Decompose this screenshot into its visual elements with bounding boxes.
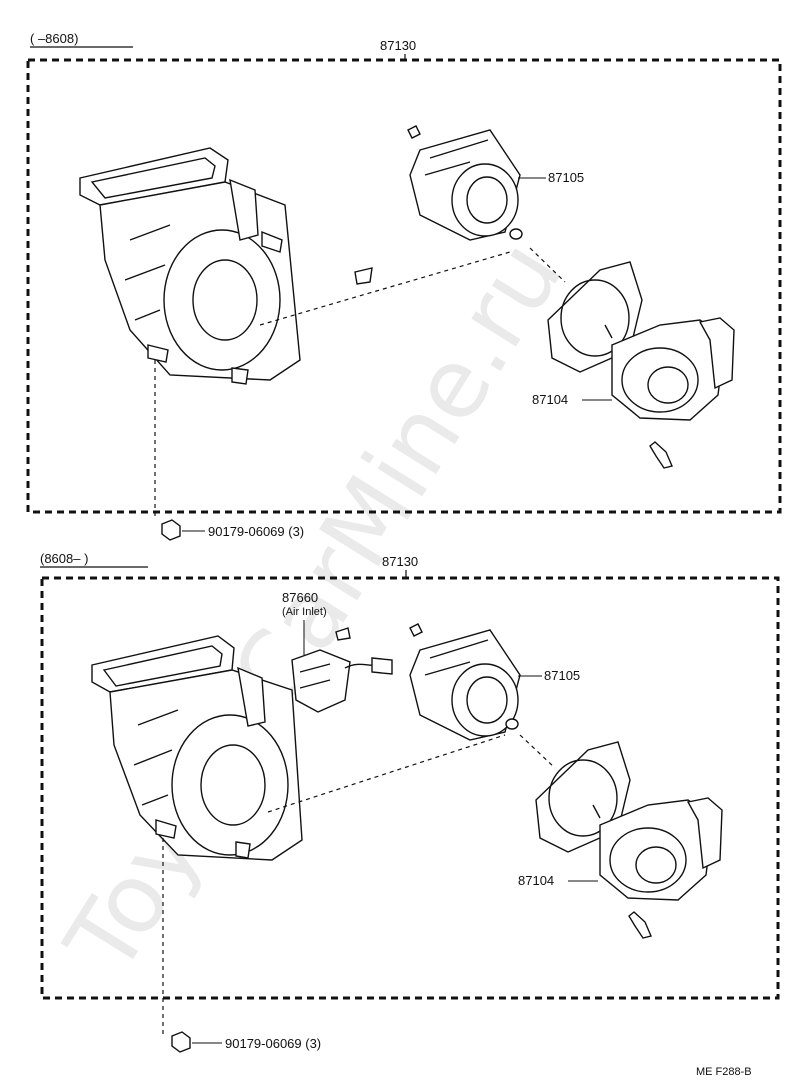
nut-part-number: 90179-06069 (3) xyxy=(208,524,304,539)
motor-part-number: 87104 xyxy=(518,873,554,888)
filter-part-number: 87105 xyxy=(548,170,584,185)
blower-housing xyxy=(91,635,303,861)
screw xyxy=(649,441,673,469)
nut-icon xyxy=(161,519,181,541)
air-inlet-note: (Air Inlet) xyxy=(282,606,327,618)
filter-element xyxy=(409,629,521,741)
small-clip xyxy=(407,125,421,139)
air-inlet-part-number: 87660 xyxy=(282,590,318,605)
motor-part-number: 87104 xyxy=(532,392,568,407)
nut-icon xyxy=(171,1031,191,1053)
assembly-part-number: 87130 xyxy=(380,38,416,53)
assembly-line xyxy=(519,734,556,769)
washer xyxy=(505,718,519,730)
footer-code: ME F288-B xyxy=(696,1066,752,1078)
screw xyxy=(335,627,351,641)
section-range-label: ( –8608) xyxy=(30,31,78,46)
screw xyxy=(628,911,652,939)
assembly-frame xyxy=(40,576,780,1000)
assembly-part-number: 87130 xyxy=(382,554,418,569)
blower-motor xyxy=(547,261,735,421)
small-clip xyxy=(409,623,423,637)
clip xyxy=(354,267,373,285)
filter-element xyxy=(409,129,521,241)
section-range-label: (8608– ) xyxy=(40,551,88,566)
filter-part-number: 87105 xyxy=(544,668,580,683)
section-lower: (8608– ) 87130 87660 (Air Inlet) xyxy=(40,551,780,1053)
assembly-line xyxy=(267,734,506,813)
assembly-line xyxy=(259,251,511,326)
washer xyxy=(509,228,523,240)
blower-motor xyxy=(535,741,723,901)
assembly-frame xyxy=(26,58,782,514)
air-inlet-servo xyxy=(291,649,393,713)
section-upper: ( –8608) 87130 87105 xyxy=(26,31,782,541)
assembly-line xyxy=(529,247,566,283)
blower-housing xyxy=(79,147,301,385)
nut-part-number: 90179-06069 (3) xyxy=(225,1036,321,1051)
